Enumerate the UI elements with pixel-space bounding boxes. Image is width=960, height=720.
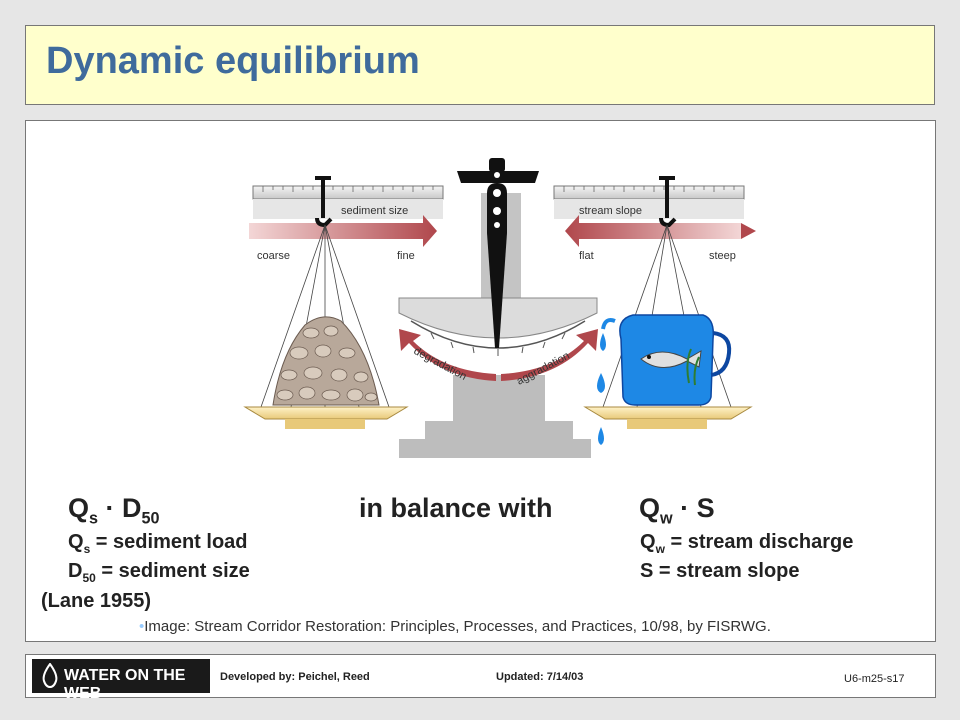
fine-label: fine: [397, 250, 415, 262]
flat-label: flat: [579, 250, 594, 262]
qw-definition: Qw = stream discharge: [640, 531, 854, 556]
water-drop-icon: [600, 333, 606, 351]
scale-base: [399, 375, 591, 458]
sediment-size-label: sediment size: [341, 205, 408, 217]
title-bar: Dynamic equilibrium: [25, 25, 935, 105]
credit-text: Image: Stream Corridor Restoration: Prin…: [144, 618, 771, 635]
flat-steep-arrow: [565, 215, 741, 247]
stream-slope-label: stream slope: [579, 205, 642, 217]
qs-definition: Qs = sediment load: [68, 531, 248, 556]
sediment-pile-icon: [272, 316, 380, 406]
left-term: Qs · D50: [68, 493, 160, 528]
aggradation-arrow: [501, 329, 598, 381]
balance-text: in balance with: [359, 493, 553, 523]
developed-by: Developed by: Peichel, Reed: [220, 671, 370, 683]
lane-balance-diagram: degradation aggradation sediment size st…: [243, 158, 756, 458]
water-on-the-web-logo[interactable]: WATER ON THE WEB: [32, 659, 210, 702]
s-definition: S = stream slope: [640, 560, 800, 582]
pointer-needle: [487, 183, 507, 348]
coarse-label: coarse: [257, 250, 290, 262]
coarse-fine-arrow: [249, 215, 437, 247]
right-hanger: [659, 176, 677, 228]
citation: (Lane 1955): [41, 590, 152, 612]
page-title: Dynamic equilibrium: [46, 40, 420, 82]
left-beam: [252, 185, 444, 200]
d50-definition: D50 = sediment size: [68, 560, 250, 585]
right-pan: [583, 406, 753, 420]
left-pan: [243, 406, 409, 420]
steep-label: steep: [709, 250, 736, 262]
updated-date: Updated: 7/14/03: [496, 671, 584, 683]
degradation-arrow: [399, 329, 496, 381]
water-drop-logo-icon: [42, 663, 58, 689]
fish-icon: [640, 350, 702, 368]
logo-text: WATER ON THE WEB: [64, 667, 186, 702]
right-beam: [553, 185, 745, 200]
arc-left-label: degradation: [412, 345, 469, 383]
content-panel: degradation aggradation sediment size st…: [25, 120, 936, 642]
right-term: Qw · S: [639, 493, 715, 528]
image-credit: •Image: Stream Corridor Restoration: Pri…: [139, 618, 771, 635]
slide-id: U6-m25-s17: [844, 673, 905, 685]
bullet-icon: •: [139, 618, 145, 635]
footer: WATER ON THE WEB Developed by: Peichel, …: [25, 654, 936, 702]
